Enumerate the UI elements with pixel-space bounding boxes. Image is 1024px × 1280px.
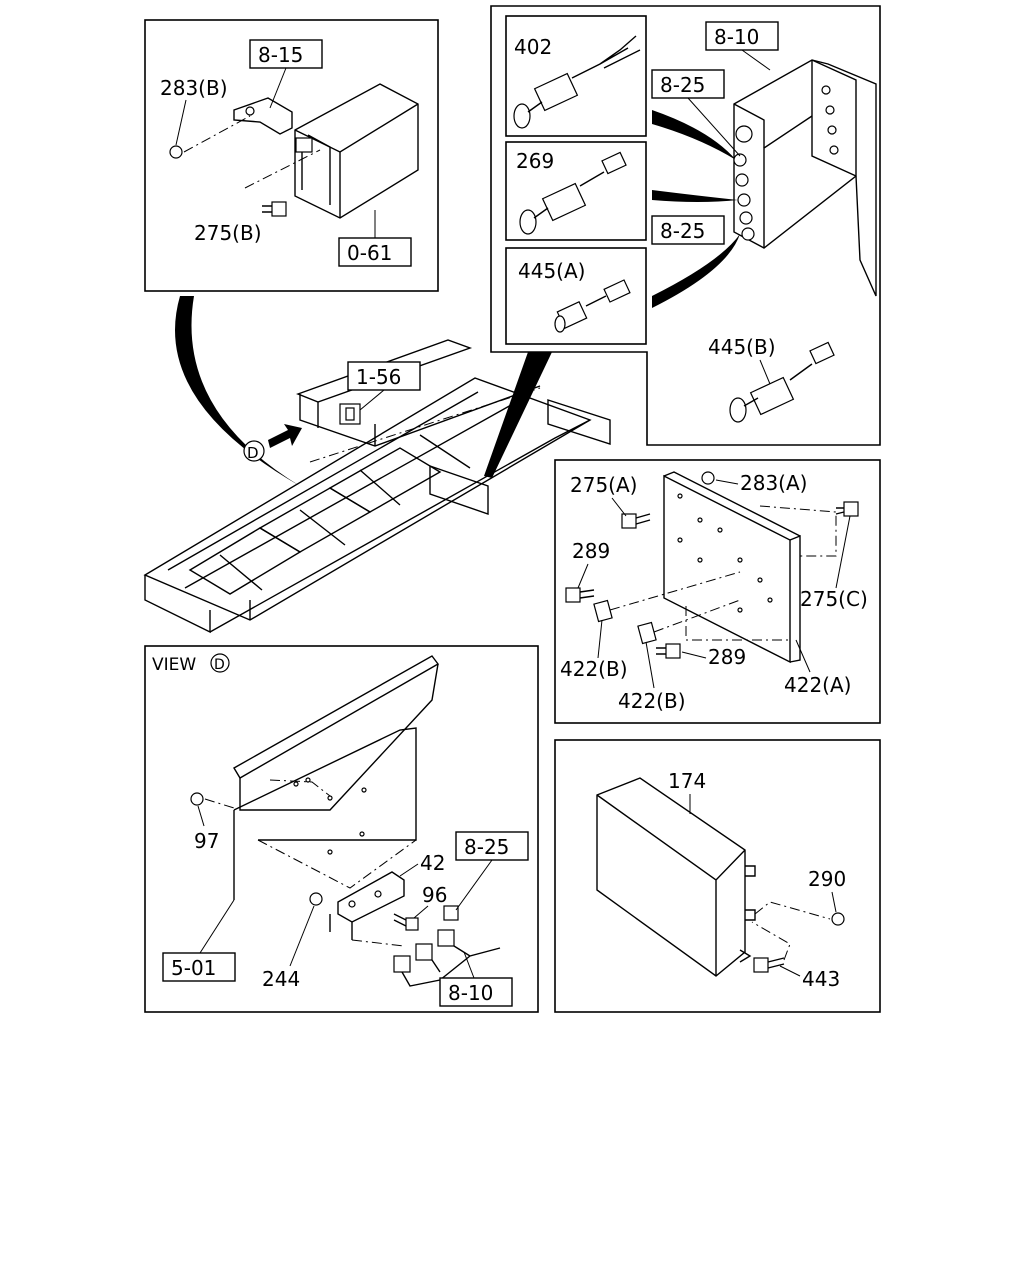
label-445b: 445(B) — [708, 335, 776, 359]
ref-8-10-view: 8-10 — [448, 981, 493, 1005]
view-marker-d: D — [247, 444, 259, 462]
panel-top-right: 402 269 445(A) — [490, 5, 881, 446]
label-275c: 275(C) — [800, 587, 868, 611]
label-275b: 275(B) — [194, 221, 262, 245]
ref-1-56: 1-56 — [356, 365, 401, 389]
label-443: 443 — [802, 967, 840, 991]
panel-bottom-right: 174 290 443 — [554, 739, 881, 1013]
ref-8-25-upper: 8-25 — [660, 73, 705, 97]
label-283b: 283(B) — [160, 76, 228, 100]
ref-5-01: 5-01 — [171, 956, 216, 980]
label-275a: 275(A) — [570, 473, 637, 497]
switch-445b — [729, 341, 835, 423]
label-174: 174 — [668, 769, 706, 793]
ref-8-15: 8-15 — [258, 43, 303, 67]
label-290: 290 — [808, 867, 846, 891]
label-97: 97 — [194, 829, 219, 853]
label-283a: 283(A) — [740, 471, 807, 495]
ref-0-61: 0-61 — [347, 241, 392, 265]
view-title: VIEW — [152, 655, 196, 675]
switch-269 — [519, 151, 627, 235]
ref-8-25-lower: 8-25 — [660, 219, 705, 243]
sensor-445a — [554, 279, 631, 333]
label-42: 42 — [420, 851, 445, 875]
label-422a: 422(A) — [784, 673, 851, 697]
panel-view-d: VIEW D 97 — [144, 645, 539, 1013]
label-269: 269 — [516, 149, 554, 173]
view-title-marker: D — [214, 657, 225, 673]
label-445a: 445(A) — [518, 259, 585, 283]
label-402: 402 — [514, 35, 552, 59]
label-244: 244 — [262, 967, 300, 991]
panel-mid-right: 275(A) 283(A) 289 275(C) 422(B) 289 422(… — [554, 459, 881, 724]
label-289-upper: 289 — [572, 539, 610, 563]
label-422b-left: 422(B) — [560, 657, 628, 681]
label-422b-mid: 422(B) — [618, 689, 686, 713]
main-frame: D 1-56 — [143, 296, 611, 634]
switch-402 — [513, 35, 641, 129]
control-panel-8-10 — [733, 59, 877, 297]
label-289-lower: 289 — [708, 645, 746, 669]
panel-top-left: 8-15 283(B) 275(B) 0-61 — [144, 19, 439, 292]
ref-8-25-view: 8-25 — [464, 835, 509, 859]
label-96: 96 — [422, 883, 447, 907]
ref-8-10-top: 8-10 — [714, 25, 759, 49]
